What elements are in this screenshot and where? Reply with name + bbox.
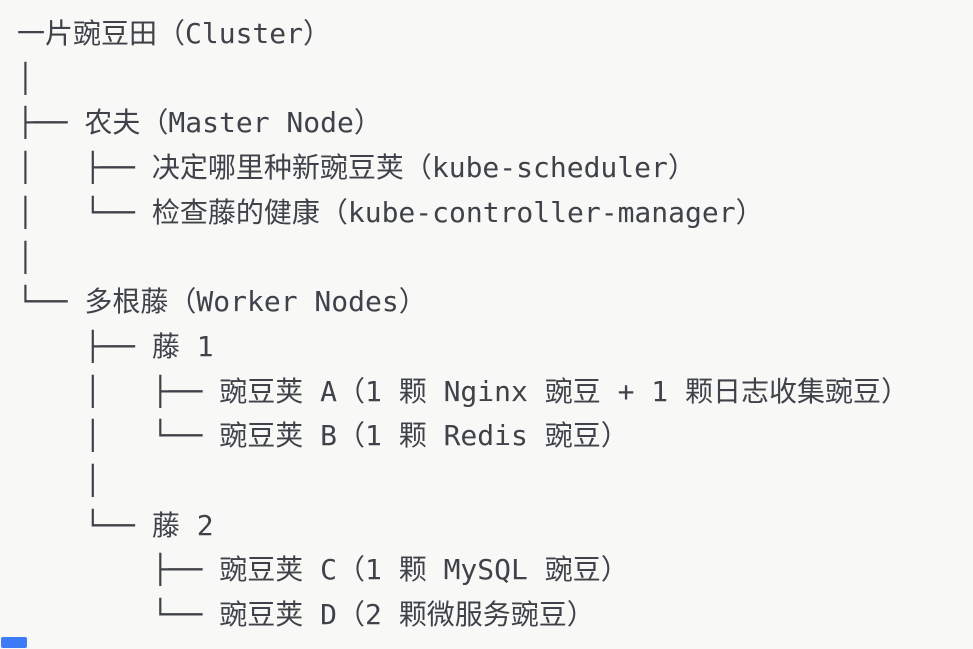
ascii-tree-diagram: 一片豌豆田（Cluster） │ ├── 农夫（Master Node） │ ├…	[17, 17, 910, 632]
streaming-cursor-icon	[1, 637, 27, 648]
